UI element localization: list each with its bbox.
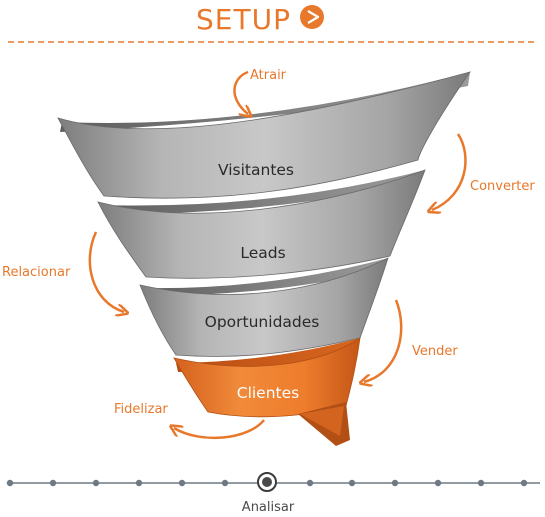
page-title: SETUP xyxy=(196,3,291,36)
funnel-band-1 xyxy=(57,71,471,199)
action-label-fidelizar: Fidelizar xyxy=(114,402,168,417)
action-label-relacionar: Relacionar xyxy=(2,265,71,280)
arrow-vender xyxy=(364,299,403,382)
funnel-band-2 xyxy=(97,169,426,279)
stage-label-oportunidades: Oportunidades xyxy=(205,313,320,331)
timeline-dot[interactable] xyxy=(221,479,229,487)
action-label-atrair: Atrair xyxy=(250,68,287,83)
stage-label-visitantes: Visitantes xyxy=(218,161,294,179)
action-relacionar: Relacionar xyxy=(2,231,124,312)
timeline-dot[interactable] xyxy=(434,479,442,487)
timeline-dot[interactable] xyxy=(49,479,57,487)
timeline-dot[interactable] xyxy=(306,479,314,487)
stage-label-clientes: Clientes xyxy=(237,384,299,402)
timeline-dot[interactable] xyxy=(391,479,399,487)
arrow-converter xyxy=(432,133,467,210)
header: SETUP xyxy=(8,3,537,43)
timeline-dot[interactable] xyxy=(6,479,14,487)
spiral-back-strip-4 xyxy=(176,338,360,372)
action-vender: Vender xyxy=(364,299,458,382)
timeline-dot[interactable] xyxy=(477,479,485,487)
action-atrair: Atrair xyxy=(233,68,287,114)
action-fidelizar: Fidelizar xyxy=(114,402,265,440)
timeline-label: Analisar xyxy=(242,500,295,515)
timeline: Analisar xyxy=(6,472,540,515)
funnel-band-3 xyxy=(139,257,389,357)
arrow-fidelizar xyxy=(174,419,265,440)
action-converter: Converter xyxy=(432,133,535,210)
timeline-dot[interactable] xyxy=(520,479,528,487)
timeline-dot[interactable] xyxy=(92,479,100,487)
timeline-dot[interactable] xyxy=(135,479,143,487)
stage-label-leads: Leads xyxy=(240,244,285,262)
action-label-converter: Converter xyxy=(470,179,535,194)
funnel-spiral xyxy=(57,71,471,446)
funnel-band-4 xyxy=(173,337,361,418)
timeline-active-dot[interactable] xyxy=(257,472,277,492)
arrow-relacionar xyxy=(88,231,124,312)
timeline-dot[interactable] xyxy=(178,479,186,487)
action-label-vender: Vender xyxy=(412,344,458,359)
timeline-dot[interactable] xyxy=(348,479,356,487)
play-circle-icon[interactable] xyxy=(300,5,324,29)
arrow-atrair xyxy=(233,70,248,114)
